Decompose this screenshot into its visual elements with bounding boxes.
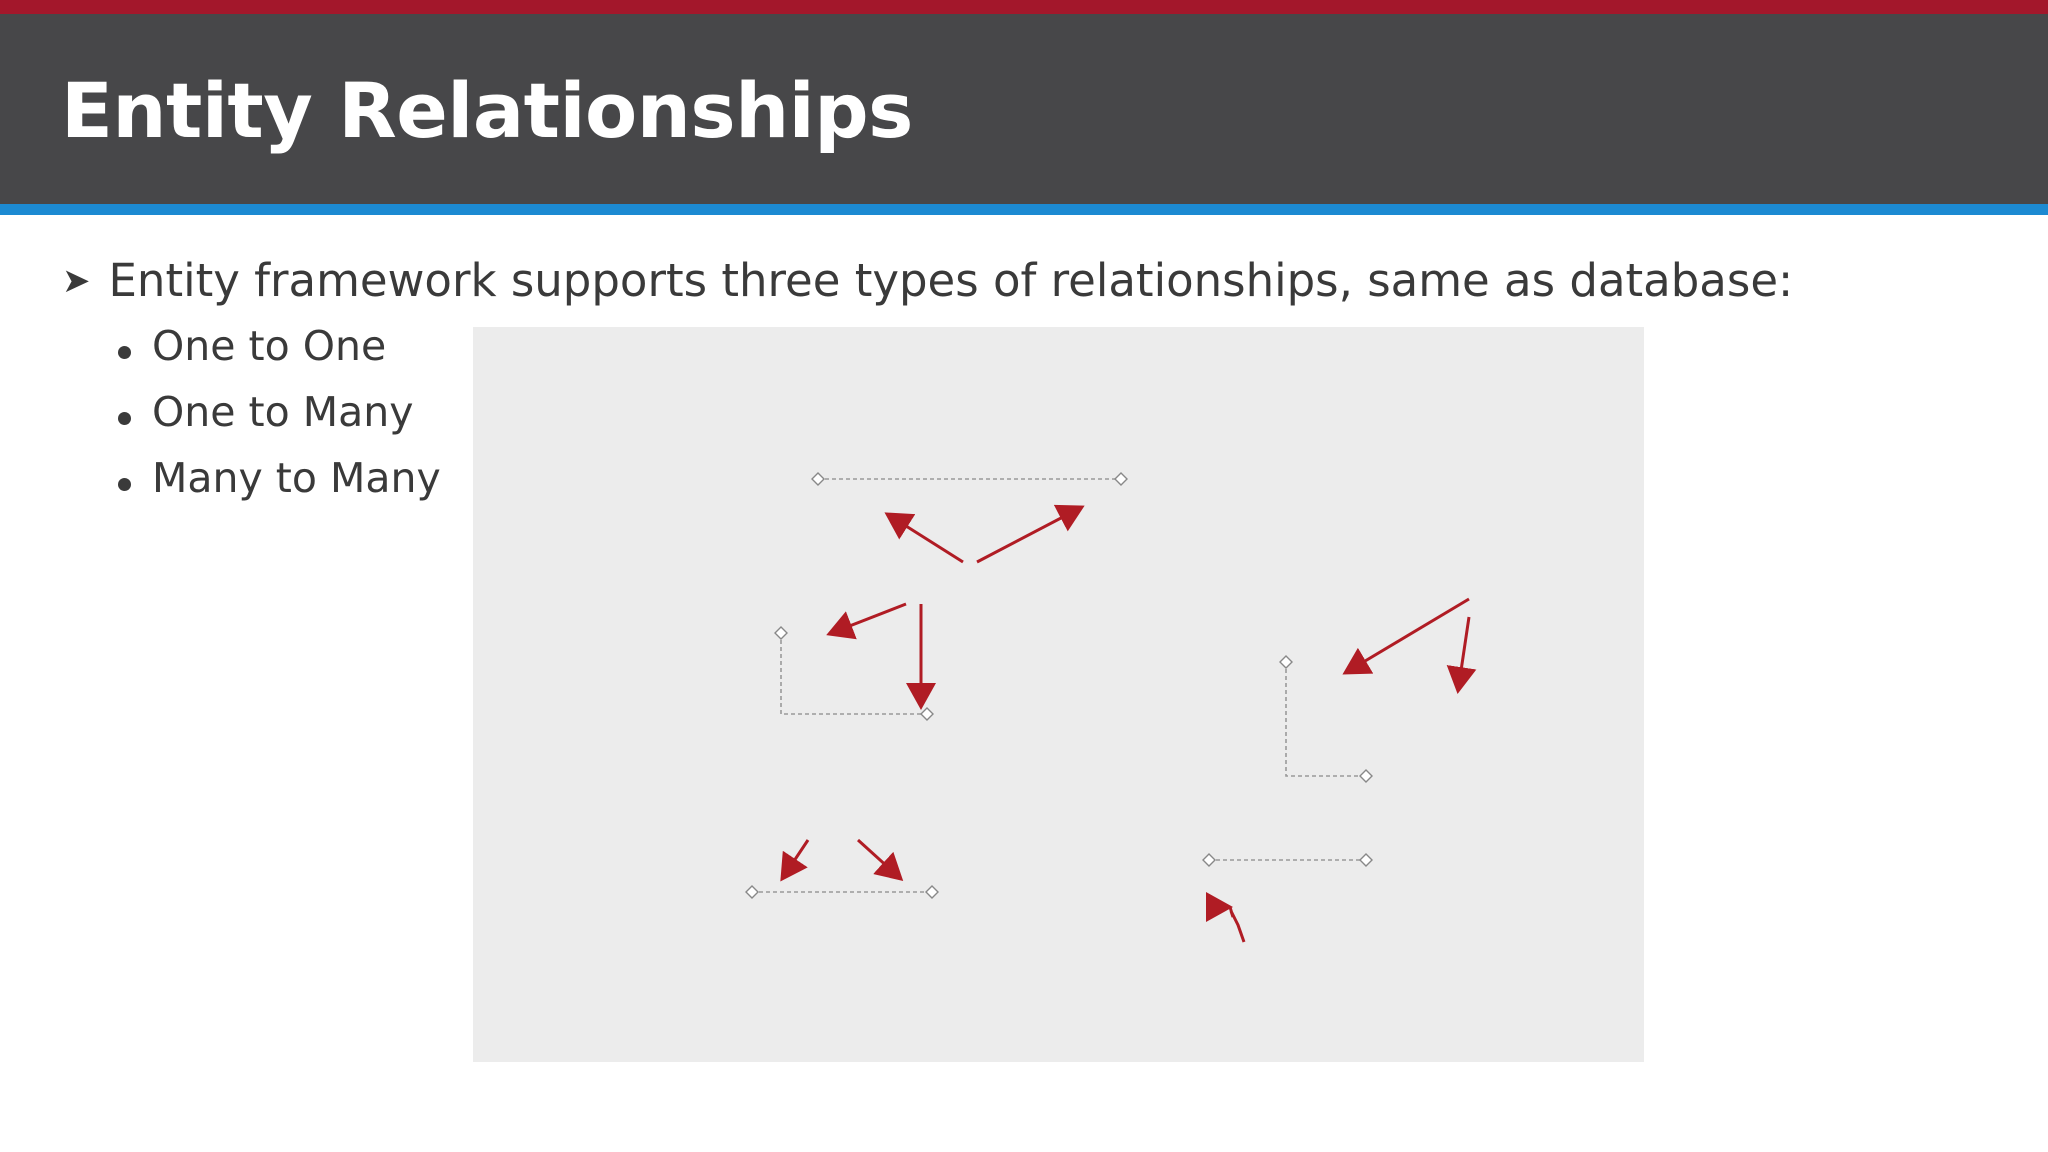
connector-end-diamond [1359,853,1373,867]
connector-end-diamond [925,885,939,899]
connector-end-diamond [1114,472,1128,486]
top-stripe [0,0,2048,14]
annotation-arrow [780,839,810,882]
connector-end-diamond [774,626,788,640]
header-band: Entity Relationships [0,14,2048,204]
connectors-layer [745,472,1477,943]
bullet-list: One to One One to Many Many to Many [118,322,441,520]
bullet-item: Many to Many [118,454,441,520]
lead-text: ➤ Entity framework supports three types o… [62,254,1793,307]
slide-title: Entity Relationships [61,66,913,155]
annotation-arrow [1342,597,1470,675]
annotation-arrow [1446,616,1477,694]
annotation-arrow [976,504,1085,564]
lead-text-content: Entity framework supports three types of… [108,254,1794,307]
connector-end-diamond [920,707,934,721]
annotation-arrow [856,838,904,882]
arrow-bullet-icon: ➤ [62,261,91,301]
connector-teacher-course [1285,662,1366,777]
annotation-arrow [1222,904,1252,943]
connector-standard-student [780,633,921,715]
connector-end-diamond [811,472,825,486]
bullet-item: One to One [118,322,441,388]
accent-stripe [0,204,2048,215]
connector-end-diamond [1202,853,1216,867]
annotation-arrow [826,602,907,640]
annotation-arrow [884,512,964,564]
entity-diagram [473,327,1644,1062]
connector-end-diamond [745,885,759,899]
connector-end-diamond [1359,769,1373,783]
bullet-item: One to Many [118,388,441,454]
connector-end-diamond [1279,655,1293,669]
